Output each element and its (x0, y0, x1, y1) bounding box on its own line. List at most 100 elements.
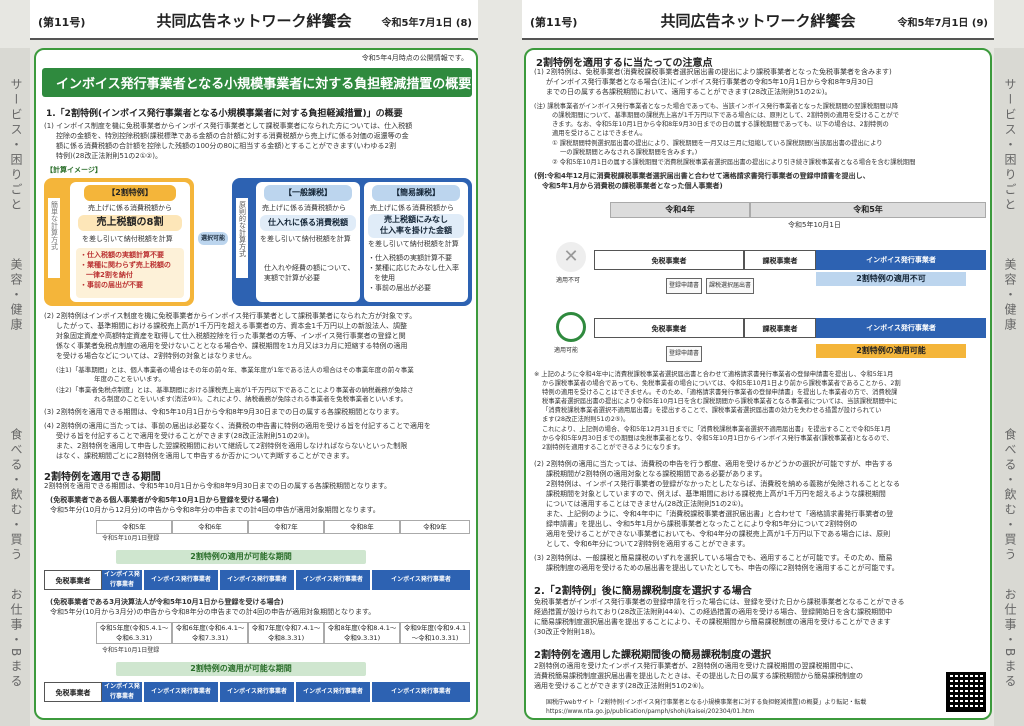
choose-arrow: 選択可能 (198, 232, 228, 245)
section-heading: 2割特例を適用するに当たっての注意点 (536, 58, 713, 69)
case-heading: (免税事業者である3月決算法人が令和5年10月1日から登録を受ける場合) (50, 598, 284, 606)
paragraph-line: 2割特例は、インボイス発行事業者の登録がなかったとしたならば、消費税を納める義務… (546, 480, 901, 488)
star-note: から令和5年9月30日までの期間は免税事業者となり、令和5年10月1日からインボ… (542, 435, 893, 442)
side-label: お仕事・Bまる (1003, 588, 1017, 690)
special-line: を差し引いて納付税額を計算 (82, 235, 173, 243)
star-note: 特例の適用を受けることはできません。そのため、「適格請求書発行事業者の登録申請書… (542, 389, 898, 396)
note-line: きます。なお、令和5年10月1日から令和8年9月30日までの日の属する課税期間で… (552, 121, 889, 128)
note-line: の課税期間について、基準期間の課税売上高が1千万円以下である場合には、原則として… (552, 112, 899, 119)
image-label: 【計算イメージ】 (46, 166, 102, 174)
issue-number: (第11号) (530, 16, 578, 29)
note-line: 年度のことをいいます。 (94, 375, 165, 383)
right-side-index: サービス・困りごと 美容・健康 食べる・飲む・買う お仕事・Bまる (994, 48, 1024, 726)
status-bar: インボイス発行事業者 (144, 570, 218, 590)
star-note: これにより、上記例の場合、令和5年12月31日までに「消費税課税事業者選択不適用… (542, 426, 891, 433)
paragraph-line: (4) 2割特例の適用に当たっては、事前の届出は必要なく、消費税の申告書に特例の… (44, 422, 431, 430)
status-bar: 免税事業者 (44, 570, 102, 590)
year-cell: 令和9年 (400, 520, 470, 534)
side-label: サービス・困りごと (9, 78, 23, 213)
status-label: 適用可能 (554, 347, 579, 354)
note-line: ① 課税期間特例選択届出書の提出により、課税期間を一月又は三月に短縮している課税… (552, 140, 883, 147)
applicable-period-arrow: 2割特例の適用が可能な期間 (116, 550, 366, 564)
status-bar: 免税事業者 (594, 250, 744, 270)
date-label: 令和5年10月1日 (788, 221, 841, 229)
section-heading: 2割特例を適用した課税期間後の簡易課税制度の選択 (534, 650, 771, 661)
year-cell: 令和6年度(令和6.4.1～令和7.3.31) (172, 622, 248, 644)
year-header: 令和4年 (610, 202, 750, 218)
left-page: 令和5年4月時点の公開情報です。 インボイス発行事業者となる小規模事業者に対する… (34, 48, 478, 720)
year-cell: 令和7年 (248, 520, 324, 534)
section-heading: 2割特例を適用できる期間 (44, 472, 161, 483)
side-label: 美容・健康 (9, 258, 23, 333)
paragraph-line: また、上記例のように、令和4年中に「消費税課税事業者選択届出書」と合わせて「適格… (546, 510, 894, 518)
star-note: ※ 上記のように令和4年中に消費税課税事業者選択届出書と合わせて適格請求書発行事… (534, 371, 894, 378)
special-highlight: 売上税額の8割 (78, 215, 182, 231)
right-page-header: (第11号) 共同広告ネットワーク絆饗会 令和5年7月1日 (9) (522, 0, 994, 40)
year-cell: 令和8年 (324, 520, 400, 534)
note-line: (注1)「基準期間」とは、個人事業者の場合はその年の前々年、事業年度が1年である… (56, 366, 414, 374)
special-inner: 【2割特例】 売上げに係る消費税額から 売上税額の8割 を差し引いて納付税額を計… (70, 182, 190, 302)
issue-number: (第11号) (38, 16, 86, 29)
paragraph-line: (2) 2割特例はインボイス制度を機に免税事業者からインボイス発行事業者として課… (44, 312, 417, 320)
status-bar: インボイス発行事業者 (816, 250, 986, 270)
paragraph-line: (30改正令附則18)。 (534, 628, 600, 636)
general-line: 売上げに係る消費税額から (262, 204, 346, 212)
qr-code-icon[interactable] (946, 672, 986, 712)
left-page-header: (第11号) 共同広告ネットワーク絆饗会 令和5年7月1日 (8) (30, 0, 478, 40)
status-label: 適用不可 (556, 277, 581, 284)
note-line: ② 令和5年10月1日の属する課税期間で消費税課税事業者選択届出書の提出により引… (552, 159, 916, 166)
star-note: 2割特例を適用することができるようになります。 (542, 444, 684, 451)
section-heading: 2.「2割特例」後に簡易課税制度を選択する場合 (534, 586, 752, 597)
paragraph-line: 免税事業者がインボイス発行事業者の登録申請を行った場合には、登録を受けた日から課… (534, 598, 905, 606)
simplified-inner: 【簡易課税】 売上げに係る消費税額から 売上税額にみなし 仕入率を掛けた金額 を… (364, 182, 468, 302)
not-applicable-arrow: 2割特例の適用不可 (816, 272, 966, 286)
paragraph-line: までの日の属する各課税期間において、適用することができます(28改正法附則51の… (546, 88, 832, 96)
side-label: お仕事・Bまる (9, 588, 23, 690)
star-note: 「消費税課税事業者選択不適用届出書」を提出することで、課税事業者選択届出書の効力… (542, 407, 882, 414)
special-title: 【2割特例】 (84, 185, 176, 201)
paragraph-line: 録申請書」を提出し、令和5年1月から課税事業者となったことにより令和5年分につい… (546, 520, 858, 528)
newspaper-title: 共同広告ネットワーク絆饗会 (156, 12, 352, 30)
simplified-hl-1: 売上税額にみなし (384, 215, 448, 224)
principle-calc-box: 原則的な計算方式 【一般課税】 売上げに係る消費税額から 仕入れに係る消費税額 … (232, 178, 472, 306)
status-bar: 課税事業者 (744, 318, 816, 338)
status-bar: インボイス発行事業者 (296, 570, 370, 590)
simplified-hl-2: 仕入率を掛けた金額 (380, 226, 452, 235)
year-cell: 令和5年 (96, 520, 172, 534)
benefit: ・業種に応じたみなし仕入率 (368, 264, 459, 272)
benefit: 一律2割を納付 (86, 271, 133, 279)
benefit: ・事前の届出が必要 (368, 284, 431, 292)
special-benefits: ・仕入税額の実額計算不要 ・業種に関わらず売上税額の 一律2割を納付 ・事前の届… (76, 248, 184, 298)
example-line: (例:令和4年12月に消費税課税事業者選択届出書と合わせて適格請求書発行事業者の… (534, 172, 870, 180)
side-label: 食べる・飲む・買う (1003, 428, 1017, 563)
paragraph-line: 2割特例の適用を受けたインボイス発行事業者が、2割特例の適用を受けた課税期間の翌… (534, 662, 858, 670)
paragraph-line: 課税期間が2割特例の適用対象となる課税期間である必要があります。 (546, 470, 767, 478)
issue-date: 令和5年7月1日 (9) (897, 18, 988, 29)
paragraph-line: 額に係る消費税額の合計額を控除した残額の100分の80に相当する金額)とすること… (56, 142, 396, 150)
simplified-line: 売上げに係る消費税額から (370, 204, 454, 212)
info-date-note: 令和5年4月時点の公開情報です。 (361, 54, 468, 62)
year-cell: 令和5年度(令和5.4.1～令和6.3.31) (96, 622, 172, 644)
paragraph-line: (3) 2割特例を適用できる期間は、令和5年10月1日から令和8年9月30日まで… (44, 408, 404, 416)
benefit: ・事前の届出が不要 (80, 281, 143, 289)
principle-method-label: 原則的な計算方式 (236, 198, 248, 278)
paragraph-line: 特例)(28改正法附則51の2①②)。 (56, 152, 163, 160)
case-heading: (免税事業者である個人事業者が令和5年10月1日から登録を受ける場合) (50, 496, 279, 504)
benefit: ・業種に関わらず売上税額の (80, 261, 171, 269)
year-cell: 令和7年度(令和7.4.1～令和8.3.31) (248, 622, 324, 644)
form-icon: 登録申請書 (666, 278, 703, 294)
paragraph-line: はなく、課税期間ごとに2割特例を適用して申告するか否かについて判断することができ… (56, 452, 354, 460)
star-note: 税事業者選択届出書の提出により令和5年10月1日を含む課税期間から課税事業者とな… (542, 398, 898, 405)
registration-label: 令和5年10月1日登録 (102, 647, 160, 654)
source-url[interactable]: https://www.nta.go.jp/publication/pamph/… (546, 708, 755, 715)
paragraph-line: 受ける旨を付記することで適用を受けることができます(28改正法附則51の2③)。 (56, 432, 314, 440)
registration-label: 令和5年10月1日登録 (102, 535, 160, 542)
paragraph-line: として、令和6年分について2割特例を適用することができます。 (546, 540, 750, 548)
general-line: 仕入れや経費の額について、 (264, 264, 355, 272)
simplified-title: 【簡易課税】 (372, 185, 460, 201)
paragraph-line: したがって、基準期間における課税売上高が1千万円を超える事業者の方、資本金1千万… (56, 322, 407, 330)
example-line: 令和5年1月から消費税の課税事業者となった個人事業者) (542, 182, 723, 190)
general-highlight: 仕入れに係る消費税額 (260, 215, 356, 231)
paragraph-line: (1) インボイス制度を機に免税事業者からインボイス発行事業者として課税事業者に… (44, 122, 413, 130)
